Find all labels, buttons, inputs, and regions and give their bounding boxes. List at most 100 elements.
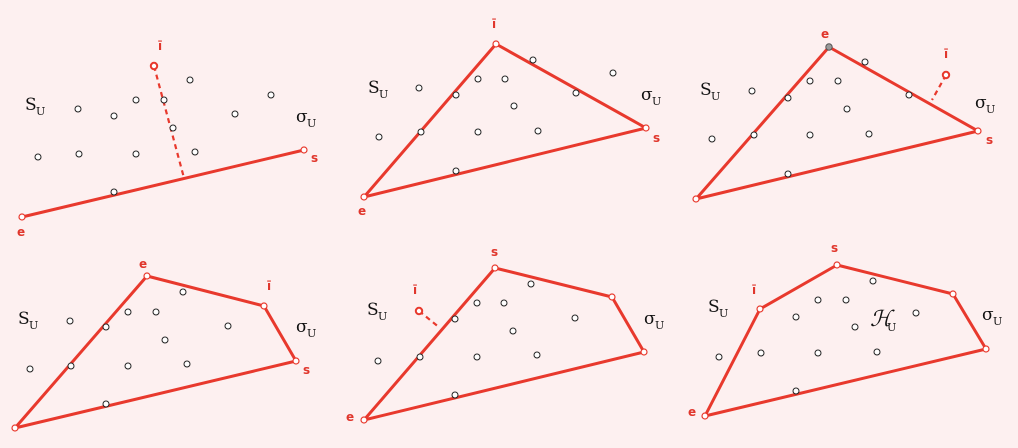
point (509, 327, 517, 335)
sigma-label: σ (296, 317, 308, 337)
point (851, 323, 859, 331)
vertex-label-s: s (491, 245, 498, 259)
sigma-label: σ (982, 305, 994, 325)
vertex-label-e: e (139, 257, 147, 271)
hull-edge (21, 148, 305, 219)
vertex-label-i: ī (492, 17, 496, 31)
hull-vertex (642, 124, 650, 132)
point (715, 353, 723, 361)
hull-polygon (362, 42, 648, 199)
point (132, 96, 140, 104)
point (843, 105, 851, 113)
point (474, 128, 482, 136)
subscript-u: U (719, 307, 728, 320)
subscript-u: U (986, 103, 995, 116)
point (451, 391, 459, 399)
hull-vertex (833, 261, 841, 269)
point (473, 353, 481, 361)
subscript-u: U (887, 321, 896, 334)
set-s-label: S (25, 95, 37, 115)
hull-vertex (292, 357, 300, 365)
hull-vertex (491, 264, 499, 272)
hull-h-label: ℋ (870, 307, 895, 332)
hull-vertex (260, 302, 268, 310)
point (102, 323, 110, 331)
point (160, 96, 168, 104)
hull-vertex (300, 146, 308, 154)
point (474, 75, 482, 83)
vertex-label-e: e (821, 27, 829, 41)
dashed-connector (418, 310, 441, 329)
point (231, 110, 239, 118)
inserted-point (941, 70, 951, 80)
point (224, 322, 232, 330)
subscript-u: U (29, 319, 38, 332)
point (750, 131, 758, 139)
point (75, 150, 83, 158)
hull-vertex (11, 424, 19, 432)
point (473, 299, 481, 307)
inserted-point (414, 306, 424, 316)
inserted-point (149, 61, 159, 71)
subscript-u: U (307, 117, 316, 130)
point (814, 349, 822, 357)
point (792, 313, 800, 321)
vertex-label-s: s (653, 131, 660, 145)
hull-vertex (949, 290, 957, 298)
point (110, 112, 118, 120)
hull-vertex (701, 412, 709, 420)
point (34, 153, 42, 161)
subscript-u: U (379, 88, 388, 101)
vertex-label-e: e (358, 204, 366, 218)
point (374, 357, 382, 365)
vertex-label-i: ī (752, 283, 756, 297)
sigma-label: σ (641, 85, 653, 105)
set-s-label: S (368, 78, 380, 98)
vertex-label-i: ī (267, 279, 271, 293)
point (873, 348, 881, 356)
vertex-label-e: e (17, 225, 25, 239)
point (533, 351, 541, 359)
set-s-label: S (708, 297, 720, 317)
vertex-label-i: ī (158, 39, 162, 53)
set-s-label: S (18, 309, 30, 329)
vertex-label-e: e (346, 410, 354, 424)
point (865, 130, 873, 138)
point (415, 84, 423, 92)
hull-vertex (982, 345, 990, 353)
point (861, 58, 869, 66)
point (708, 135, 716, 143)
point (169, 124, 177, 132)
point (501, 75, 509, 83)
point (186, 76, 194, 84)
point (26, 365, 34, 373)
point (806, 131, 814, 139)
hull-vertex (492, 40, 500, 48)
set-s-label: S (367, 300, 379, 320)
point (132, 150, 140, 158)
point (191, 148, 199, 156)
point (571, 314, 579, 322)
point (183, 360, 191, 368)
point (510, 102, 518, 110)
point (152, 308, 160, 316)
hull-vertex (18, 213, 26, 221)
hull-vertex (692, 195, 700, 203)
vertex-label-i: ī (413, 283, 417, 297)
point (572, 89, 580, 97)
point (529, 56, 537, 64)
point (452, 167, 460, 175)
point (784, 170, 792, 178)
hull-vertex (974, 127, 982, 135)
hull-vertex (608, 293, 616, 301)
hull-vertex (640, 348, 648, 356)
point (74, 105, 82, 113)
vertex-label-s: s (303, 363, 310, 377)
point (452, 91, 460, 99)
vertex-label-i: ī (944, 47, 948, 61)
